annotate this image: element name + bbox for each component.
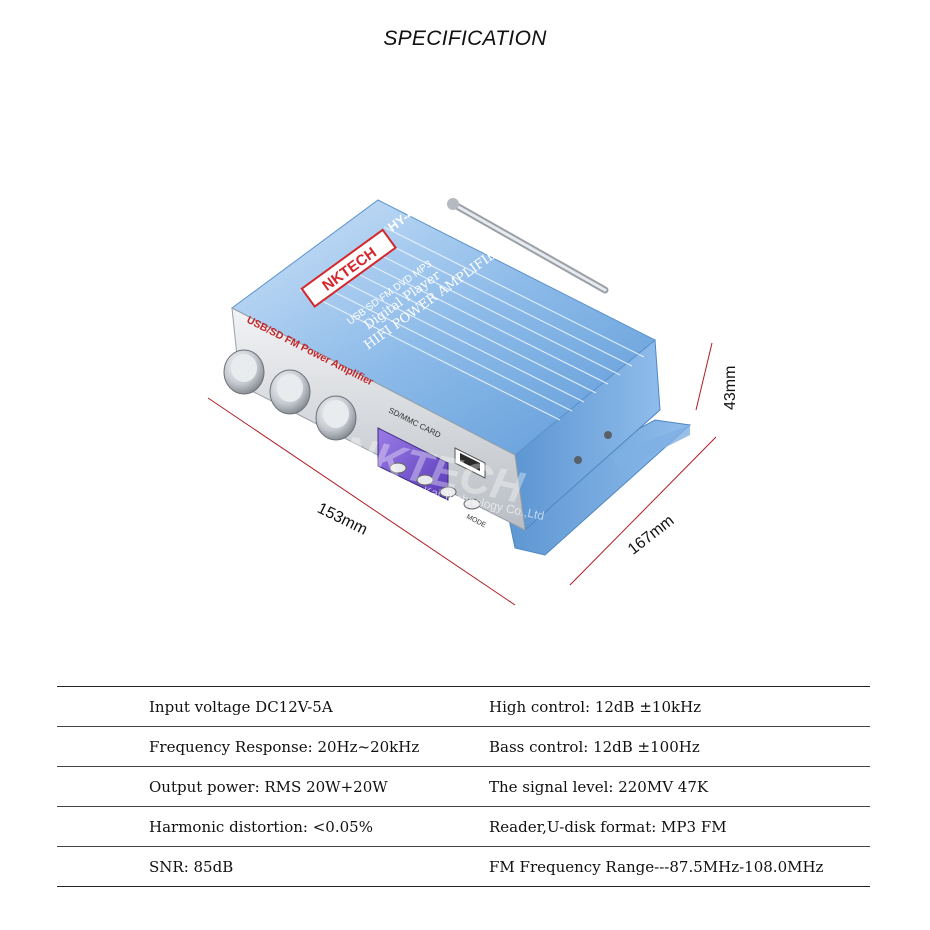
spec-high-control: High control: 12dB ±10kHz [489,697,702,716]
antenna [447,198,609,294]
table-row: Harmonic distortion: <0.05% Reader,U-dis… [57,806,870,846]
page-title: SPECIFICATION [383,27,547,50]
spec-bass-control: Bass control: 12dB ±100Hz [489,737,700,756]
amplifier-product-image: NKTECH HY-400 USB SD FM DVD MP3 Digital … [207,197,717,606]
table-row: Input voltage DC12V-5A High control: 12d… [57,687,870,726]
width-dimension-line [207,397,516,606]
mode-label: MODE [465,514,487,530]
height-dimension-label: 43mm [722,365,739,410]
spec-signal-level: The signal level: 220MV 47K [489,777,709,796]
spec-frequency-response: Frequency Response: 20Hz~20kHz [149,737,420,756]
table-row: SNR: 85dB FM Frequency Range---87.5MHz-1… [57,846,870,886]
table-row: Output power: RMS 20W+20W The signal lev… [57,766,870,806]
spec-fm-range: FM Frequency Range---87.5MHz-108.0MHz [489,857,824,876]
spec-input-voltage: Input voltage DC12V-5A [149,697,333,716]
volume-knob [223,349,265,395]
spec-output-power: Output power: RMS 20W+20W [149,777,388,796]
spec-snr: SNR: 85dB [149,857,234,876]
spec-harmonic-distortion: Harmonic distortion: <0.05% [149,817,373,836]
spec-reader-format: Reader,U-disk format: MP3 FM [489,817,727,836]
table-row: Frequency Response: 20Hz~20kHz Bass cont… [57,726,870,766]
height-dimension-line [695,342,713,411]
control-buttons [389,462,481,510]
bass-knob [315,395,357,441]
depth-dimension-line [569,436,717,586]
specification-table: Input voltage DC12V-5A High control: 12d… [57,686,870,887]
usb-port [454,447,486,479]
treble-knob [269,369,311,415]
